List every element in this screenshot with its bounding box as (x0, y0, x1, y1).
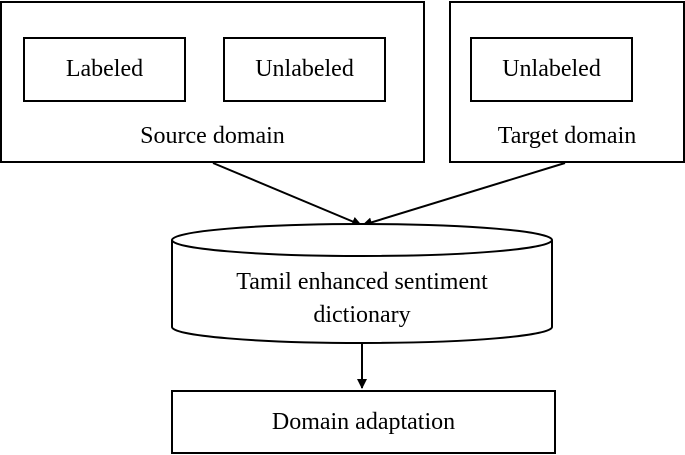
source-domain-box: Labeled Unlabeled Source domain (0, 1, 425, 163)
target-unlabeled-box: Unlabeled (470, 37, 633, 102)
domain-adaptation-box: Domain adaptation (171, 390, 556, 454)
dictionary-line-2: dictionary (313, 302, 411, 328)
source-unlabeled-box: Unlabeled (223, 37, 386, 102)
source-domain-title: Source domain (140, 123, 285, 149)
target-domain-box: Unlabeled Target domain (449, 1, 685, 163)
source-unlabeled-label: Unlabeled (255, 56, 354, 82)
target-unlabeled-label: Unlabeled (502, 56, 601, 82)
target-to-dictionary-arrow (362, 162, 566, 228)
source-labeled-box: Labeled (23, 37, 186, 102)
domain-adaptation-label: Domain adaptation (271, 408, 456, 435)
source-labeled-label: Labeled (65, 56, 144, 82)
source-to-dictionary-arrow (212, 162, 362, 227)
target-domain-title: Target domain (497, 123, 637, 149)
dictionary-line-1: Tamil enhanced sentiment (236, 269, 488, 295)
